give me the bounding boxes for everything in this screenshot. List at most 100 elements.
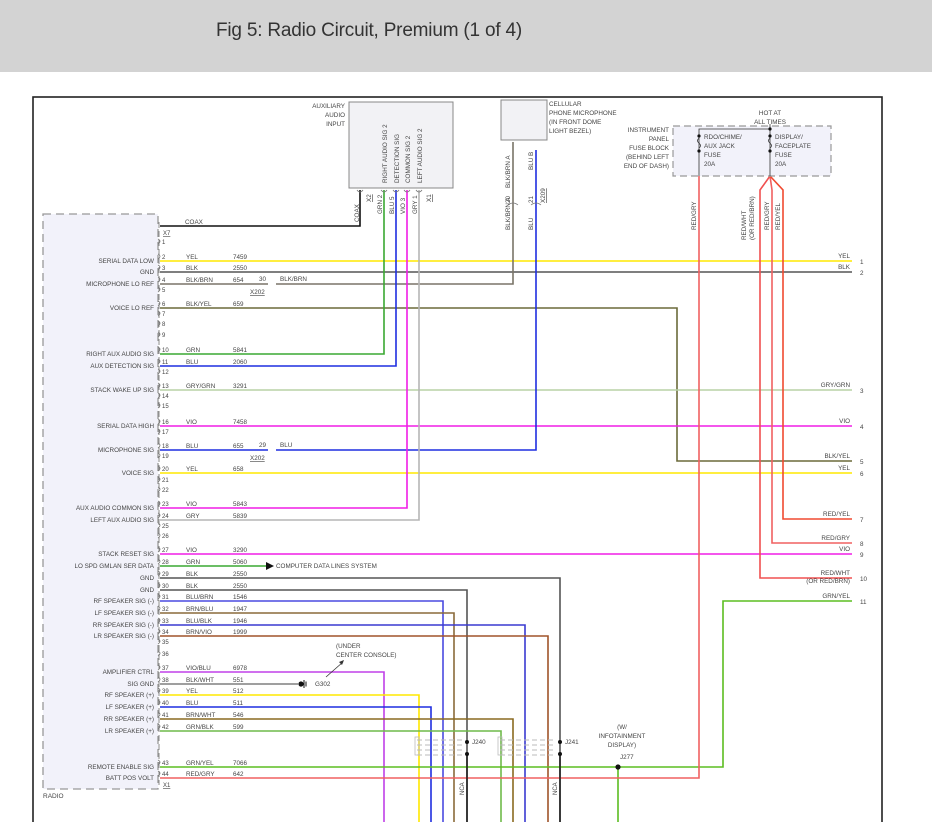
figure-header: Fig 5: Radio Circuit, Premium (1 of 4) <box>0 0 932 72</box>
pin-number: 16 <box>162 420 169 426</box>
circuit-number: 1947 <box>233 606 248 613</box>
j277-note: (W/ <box>617 724 627 731</box>
pin-number: 10 <box>162 348 169 354</box>
offpage-wire-color: VIO <box>839 546 850 553</box>
wire-color-label: GRN/YEL <box>186 760 214 767</box>
pin-terminal-icon <box>157 711 161 718</box>
offpage-wire-color: BLK/YEL <box>824 453 850 460</box>
fuse-label: 20A <box>704 161 716 168</box>
aux-pin-label: COMMON SIG 2 <box>405 135 412 183</box>
pin-label: STACK WAKE UP SIG <box>90 387 154 394</box>
pin-terminal-icon <box>157 300 161 307</box>
pin-label: AMPLIFIER CTRL <box>103 669 155 676</box>
aux-input-name: INPUT <box>326 121 345 128</box>
pin-terminal-icon <box>157 264 161 271</box>
shield-icon <box>414 736 420 756</box>
pin-number: 9 <box>162 333 166 339</box>
circuit-number: 511 <box>233 700 244 707</box>
pin-number: 12 <box>162 370 169 376</box>
circuit-number: 7458 <box>233 419 248 426</box>
fuse-block-name: INSTRUMENT <box>628 127 669 134</box>
microphone-name: LIGHT BEZEL) <box>549 128 591 135</box>
pin-terminal-icon <box>157 522 161 529</box>
pin-number: 6 <box>162 302 166 308</box>
ground-label: G302 <box>315 681 331 688</box>
wire-fuse2-red-yel <box>769 175 852 520</box>
fuse-terminal-icon <box>768 134 772 138</box>
wire-color-label: GRN <box>186 347 200 354</box>
circuit-number: 5060 <box>233 559 248 566</box>
wire-color-label: YEL <box>186 254 198 261</box>
circuit-number: 2550 <box>233 583 248 590</box>
wire-color-label: BLU <box>186 443 199 450</box>
wire-mic-lo-ref-2 <box>276 212 514 285</box>
pin-number: 29 <box>162 572 169 578</box>
fuse-label: RDO/CHIME/ <box>704 134 742 141</box>
pin-terminal-icon <box>157 650 161 657</box>
fuse-wire-label: RED/GRY <box>691 201 698 230</box>
wire-color-label: GRY <box>186 513 200 520</box>
wire-color-label: BLK <box>186 571 199 578</box>
fuse-terminal-icon <box>768 149 772 153</box>
pin-number: 17 <box>162 430 169 436</box>
circuit-number: 7459 <box>233 254 248 261</box>
pin-terminal-icon <box>157 638 161 645</box>
ground-node-icon <box>298 681 304 687</box>
splice-j277 <box>615 764 621 770</box>
wire-color-label: GRY/GRN <box>186 383 216 390</box>
wire-color-label: BLU <box>186 700 199 707</box>
wire-lr-speaker-pos <box>160 730 502 822</box>
inline-connector-icon <box>507 202 542 206</box>
pin-label: LO SPD GMLAN SER DATA <box>74 563 154 570</box>
splice-label: J241 <box>565 739 579 746</box>
wire-color-label: GRN <box>186 559 200 566</box>
pin-terminal-icon <box>157 546 161 553</box>
ground-note-pointer <box>325 661 344 678</box>
offpage-ref: 8 <box>860 541 864 548</box>
offpage-wire-color: BLK <box>838 264 851 271</box>
mic-wire-label: BLK/BRN A <box>505 197 512 230</box>
pin-number: 34 <box>162 630 169 636</box>
circuit-number: 658 <box>233 466 244 473</box>
wire-color-label: VIO <box>186 419 197 426</box>
pin-number: 4 <box>162 278 166 284</box>
arrow-icon <box>266 562 274 570</box>
pin-number: 22 <box>162 488 169 494</box>
pin-label: RR SPEAKER (+) <box>104 716 154 723</box>
circuit-number: 1546 <box>233 594 248 601</box>
circuit-number: 1946 <box>233 618 248 625</box>
pin-number: 1 <box>162 240 166 246</box>
radio-name: RADIO <box>43 793 64 800</box>
pin-terminal-icon <box>157 276 161 283</box>
fuse-block-name: END OF DASH) <box>624 163 669 170</box>
mic-wire-label: BLU <box>528 217 535 230</box>
ground-note: (UNDER <box>336 643 361 650</box>
mic-pin-wire: BLK/BRN A <box>505 155 512 188</box>
fuse-wire-label: RED/YEL <box>775 203 782 230</box>
pin-terminal-icon <box>157 476 161 483</box>
offpage-ref: 4 <box>860 424 864 431</box>
pin-number: 19 <box>162 454 169 460</box>
x202-wire-color: BLK/BRN <box>280 276 307 283</box>
fuse-terminal-icon <box>768 127 772 131</box>
wire-color-label: BRN/BLU <box>186 606 214 613</box>
wire-rf-speaker-neg <box>160 600 444 822</box>
pin-number: 11 <box>162 360 169 366</box>
pin-number: 37 <box>162 666 169 672</box>
wire-batt-pos <box>160 176 700 779</box>
radio-box <box>42 213 159 790</box>
aux-connector-x1: X1 <box>426 194 433 202</box>
pin-terminal-icon <box>157 331 161 338</box>
x202-pin-30: 30 <box>259 276 267 283</box>
x202-label: X202 <box>250 289 265 296</box>
pin-terminal-icon <box>157 358 161 365</box>
pin-number: 26 <box>162 534 169 540</box>
pin-number: 40 <box>162 701 169 707</box>
aux-pin-wire: VIO 3 <box>400 197 407 214</box>
wire-aux-common <box>160 190 408 509</box>
pin-terminal-icon <box>157 253 161 260</box>
fuse-label: FACEPLATE <box>775 143 811 150</box>
wire-color-label: GRN/BLK <box>186 724 214 731</box>
pin-terminal-icon <box>157 382 161 389</box>
wire-color-label: BLU/BLK <box>186 618 213 625</box>
